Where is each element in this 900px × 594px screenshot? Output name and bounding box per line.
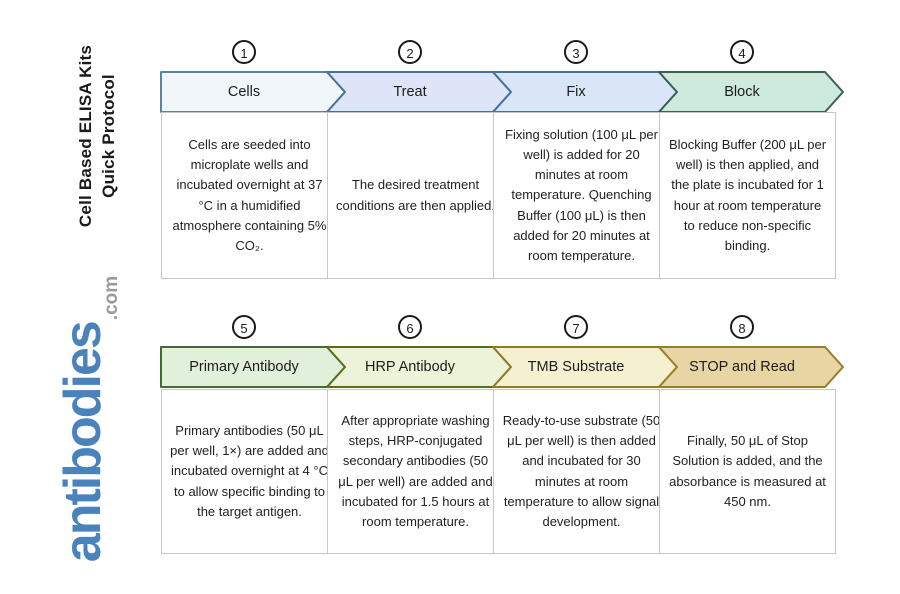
step-description-text-1: Cells are seeded into microplate wells a… — [172, 137, 327, 253]
step-description-box-4: Blocking Buffer (200 μL per well) is the… — [659, 112, 836, 279]
arrow-shape-stop-and-read — [658, 346, 844, 388]
step-number-circle-7: 7 — [564, 315, 588, 339]
step-description-text-7: Ready-to-use substrate (50 μL per well) … — [502, 413, 661, 529]
step-number-circle-1: 1 — [232, 40, 256, 64]
step-description-text-2: The desired treatment conditions are the… — [336, 177, 496, 213]
step-description-text-3: Fixing solution (100 μL per well) is add… — [505, 127, 658, 263]
step-description-text-8: Finally, 50 μL of Stop Solution is added… — [669, 433, 826, 509]
step-number-circle-6: 6 — [398, 315, 422, 339]
process-arrows-row1 — [160, 71, 844, 113]
step-number-circle-4: 4 — [730, 40, 754, 64]
brand-logo-suffix: .com — [101, 275, 122, 321]
brand-logo-name: antibodies — [54, 322, 112, 563]
step-number-circle-5: 5 — [232, 315, 256, 339]
step-number-circle-3: 3 — [564, 40, 588, 64]
step-label-treat: Treat — [393, 84, 427, 100]
step-description-text-4: Blocking Buffer (200 μL per well) is the… — [668, 137, 827, 253]
step-label-hrp-antibody: HRP Antibody — [364, 359, 455, 375]
step-description-box-3: Fixing solution (100 μL per well) is add… — [493, 112, 670, 279]
brand-logo: antibodies.com — [53, 260, 123, 580]
step-label-tmb-substrate: TMB Substrate — [527, 359, 625, 375]
step-description-box-6: After appropriate washing steps, HRP-con… — [327, 389, 504, 554]
step-label-stop-and-read: STOP and Read — [689, 359, 795, 375]
step-description-text-6: After appropriate washing steps, HRP-con… — [338, 413, 493, 529]
step-label-block: Block — [724, 84, 760, 100]
step-description-box-2: The desired treatment conditions are the… — [327, 112, 504, 279]
step-label-primary-antibody: Primary Antibody — [189, 359, 299, 375]
page-title-line1: Cell Based ELISA Kits — [76, 44, 95, 228]
step-label-cells: Cells — [227, 84, 261, 100]
step-description-box-8: Finally, 50 μL of Stop Solution is added… — [659, 389, 836, 554]
step-description-box-1: Cells are seeded into microplate wells a… — [161, 112, 338, 279]
page-title-line2: Quick Protocol — [98, 74, 118, 198]
process-arrows-row2 — [160, 346, 844, 388]
step-description-box-7: Ready-to-use substrate (50 μL per well) … — [493, 389, 670, 554]
page-title: Cell Based ELISA Kits Quick Protocol — [75, 16, 123, 256]
step-number-circle-8: 8 — [730, 315, 754, 339]
step-number-circle-2: 2 — [398, 40, 422, 64]
step-description-box-5: Primary antibodies (50 μL per well, 1×) … — [161, 389, 338, 554]
step-label-fix: Fix — [566, 84, 586, 100]
step-description-text-5: Primary antibodies (50 μL per well, 1×) … — [170, 423, 329, 519]
